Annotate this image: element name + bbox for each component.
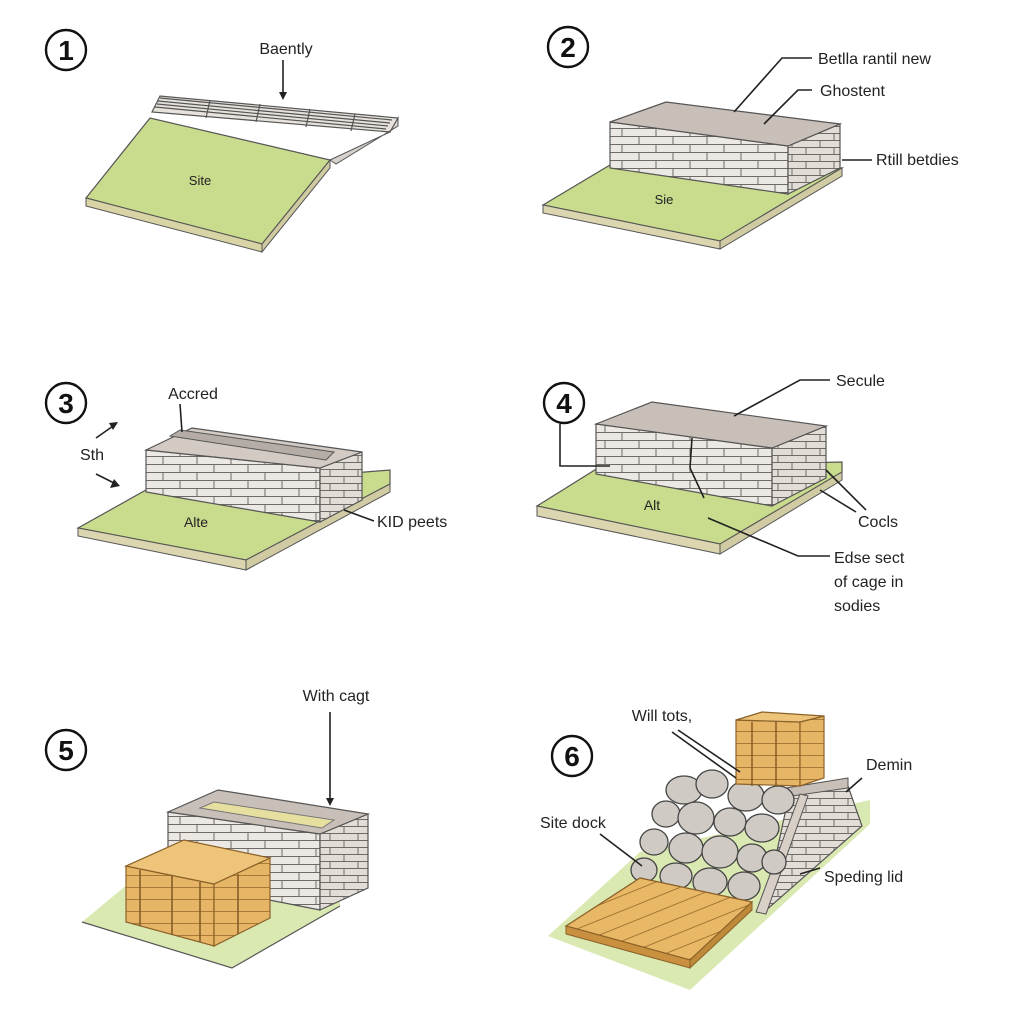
step-6-annotation-2: Demin (866, 757, 912, 774)
step-4-annotation-3: Edse sect (834, 550, 905, 567)
step-6-leader-1 (671, 731, 737, 779)
step-4-annotation-1: Secule (836, 373, 885, 390)
step-2-leader-1 (733, 57, 812, 113)
step-3-annotation-3: KID peets (377, 514, 447, 531)
step-2: 2 Sie Betlla rantil new Ghostent Rtill b… (541, 25, 959, 250)
step-5-top-strip (198, 801, 336, 829)
step-2-annotation-1: Betlla rantil new (818, 51, 931, 68)
step-4-leader-3 (707, 517, 830, 557)
step-4-leader-2b (819, 489, 857, 513)
step-2-annotation-3: Rtill betdies (876, 152, 959, 169)
step-2-leader-2 (763, 89, 812, 125)
step-1-annotation-1: Baently (259, 41, 312, 58)
step-3-leader-3 (343, 509, 375, 522)
step-6-crate-top (735, 711, 825, 723)
step-6-rock-pile (630, 769, 795, 901)
step-3-annotation-2: Sth (80, 447, 104, 464)
step-4-leader-2 (825, 469, 867, 511)
step-6-crate-front (735, 719, 801, 787)
step-6-crate-side (799, 715, 825, 787)
step-6-leader-4 (799, 867, 821, 875)
step-6: 6 (540, 708, 912, 990)
step-6-annotation-4: Speding lid (824, 869, 903, 886)
step-4-annotation-2: Cocls (858, 514, 898, 531)
step-3-leader-1 (179, 403, 183, 433)
step-3-number: 3 (58, 388, 74, 419)
step-3: 3 Alte Accred Sth KID peets (44, 381, 447, 571)
step-4-annotation-4: of cage in (834, 574, 903, 591)
step-2-number-badge (546, 25, 590, 69)
step-5-crate-top (124, 839, 272, 885)
step-4-number: 4 (556, 388, 572, 419)
step-5-annotation-1: With cagt (303, 688, 370, 705)
step-1-number: 1 (58, 35, 74, 66)
step-6-number: 6 (564, 741, 580, 772)
step-4-annotation-5: sodies (834, 598, 880, 615)
step-2-number: 2 (560, 32, 576, 63)
step-6-leader-2 (845, 777, 863, 793)
step-3-top-strip (168, 429, 336, 461)
step-4-ground-label: Alt (644, 497, 660, 513)
step-6-leader-3 (599, 833, 643, 867)
step-5-number-badge (44, 728, 88, 772)
step-1-number-badge (44, 28, 88, 72)
step-6-number-badge (550, 734, 594, 778)
step-3-annotation-1: Accred (168, 386, 218, 403)
step-4-number-badge (542, 381, 586, 425)
step-2-annotation-2: Ghostent (820, 83, 885, 100)
step-1: 1 Site Baently (44, 28, 399, 254)
step-5: 5 With cagt (44, 688, 371, 969)
step-1-ground-label: Site (189, 173, 211, 188)
step-6-annotation-1: Will tots, (632, 708, 692, 725)
step-4: 4 Alt Secule Cocls Edse sect of cage in … (535, 373, 905, 615)
step-4-leader-1 (733, 379, 830, 417)
step-5-number: 5 (58, 735, 74, 766)
step-6-annotation-3: Site dock (540, 815, 607, 832)
step-4-wall-top (593, 401, 829, 449)
step-3-number-badge (44, 381, 88, 425)
step-2-ground-label: Sie (655, 192, 674, 207)
step-2-wall-top (609, 101, 843, 147)
step-4-leader-number (559, 424, 610, 467)
step-3-ground-label: Alte (184, 514, 208, 530)
